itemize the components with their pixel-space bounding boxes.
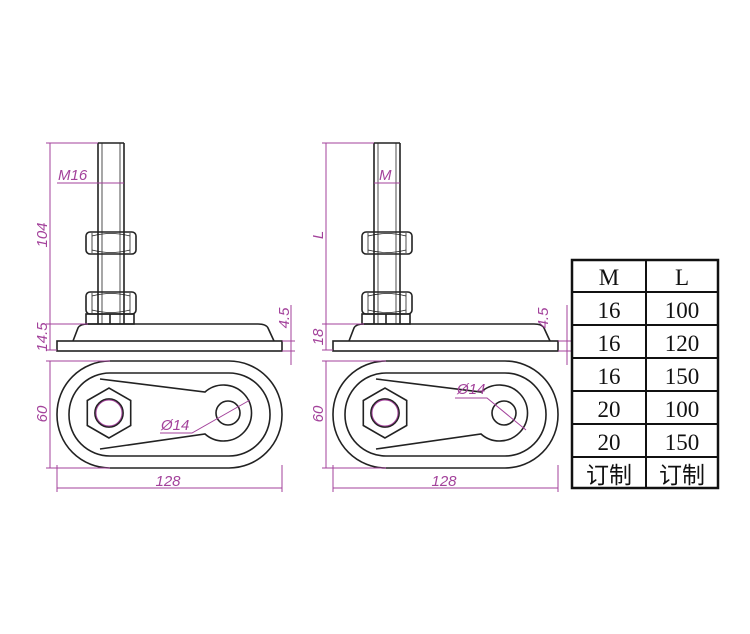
mounting-hole: [491, 400, 517, 426]
stud-section-highlight: [95, 399, 123, 427]
hex-nut-top-view: [362, 387, 408, 439]
table-header-l: L: [675, 265, 689, 290]
base-height-label: 14.5: [34, 322, 51, 352]
stud-length-label: L: [310, 231, 327, 239]
base-height-label: 18: [310, 328, 327, 345]
left-view-drawing: [46, 142, 295, 492]
base-dome: [72, 323, 275, 342]
hex-nut: [361, 231, 413, 255]
table-cell-l: 100: [665, 298, 700, 323]
width-label: 60: [34, 405, 51, 422]
lever-arm: [375, 378, 529, 450]
hex-nut: [85, 231, 137, 255]
stud-section: [370, 398, 400, 428]
pad-outline: [332, 360, 559, 469]
hole-diameter-label: Ø14: [160, 417, 189, 434]
pad-inner-outline: [344, 372, 547, 457]
mounting-hole: [215, 400, 241, 426]
plate-thickness-label: 4.5: [276, 307, 293, 329]
table-cell-m: 16: [598, 364, 621, 389]
thread-size-label: M16: [58, 167, 88, 184]
total-length-label: 128: [155, 473, 181, 490]
hex-nut-top-view: [86, 387, 132, 439]
base-plate: [332, 340, 559, 352]
stud-length-label: 104: [34, 222, 51, 247]
table-cell-l: 订制: [659, 463, 705, 488]
nut-chamfer: [367, 293, 407, 313]
width-label: 60: [310, 405, 327, 422]
nut-chamfer: [91, 233, 131, 253]
hole-diameter-label: Ø14: [456, 381, 485, 398]
nut-chamfer: [367, 233, 407, 253]
table-cell-l: 150: [665, 430, 700, 455]
table-cell-m: 订制: [586, 463, 632, 488]
table-cell-l: 100: [665, 397, 700, 422]
total-length-label: 128: [431, 473, 457, 490]
table-cell-m: 16: [598, 298, 621, 323]
base-plate: [56, 340, 283, 352]
plate-thickness-label: 4.5: [535, 307, 552, 329]
spec-table: M L 16 100 16 120 16 150 20 100 20 150 订制 订制: [570, 258, 720, 490]
nut-chamfer: [91, 293, 131, 313]
hole-leader-line: [455, 397, 527, 431]
right-view-drawing: [322, 142, 571, 492]
pad-outline: [56, 360, 283, 469]
table-cell-m: 16: [598, 331, 621, 356]
table-cell-m: 20: [598, 397, 621, 422]
stud-section-highlight: [371, 399, 399, 427]
table-cell-l: 150: [665, 364, 700, 389]
lever-arm: [99, 378, 253, 450]
pad-inner-outline: [68, 372, 271, 457]
table-header-m: M: [599, 265, 619, 290]
hole-leader-line: [160, 399, 251, 434]
base-dome: [348, 323, 551, 342]
stud-section: [94, 398, 124, 428]
thread-size-label: M: [379, 167, 392, 184]
table-cell-m: 20: [598, 430, 621, 455]
table-cell-l: 120: [665, 331, 700, 356]
